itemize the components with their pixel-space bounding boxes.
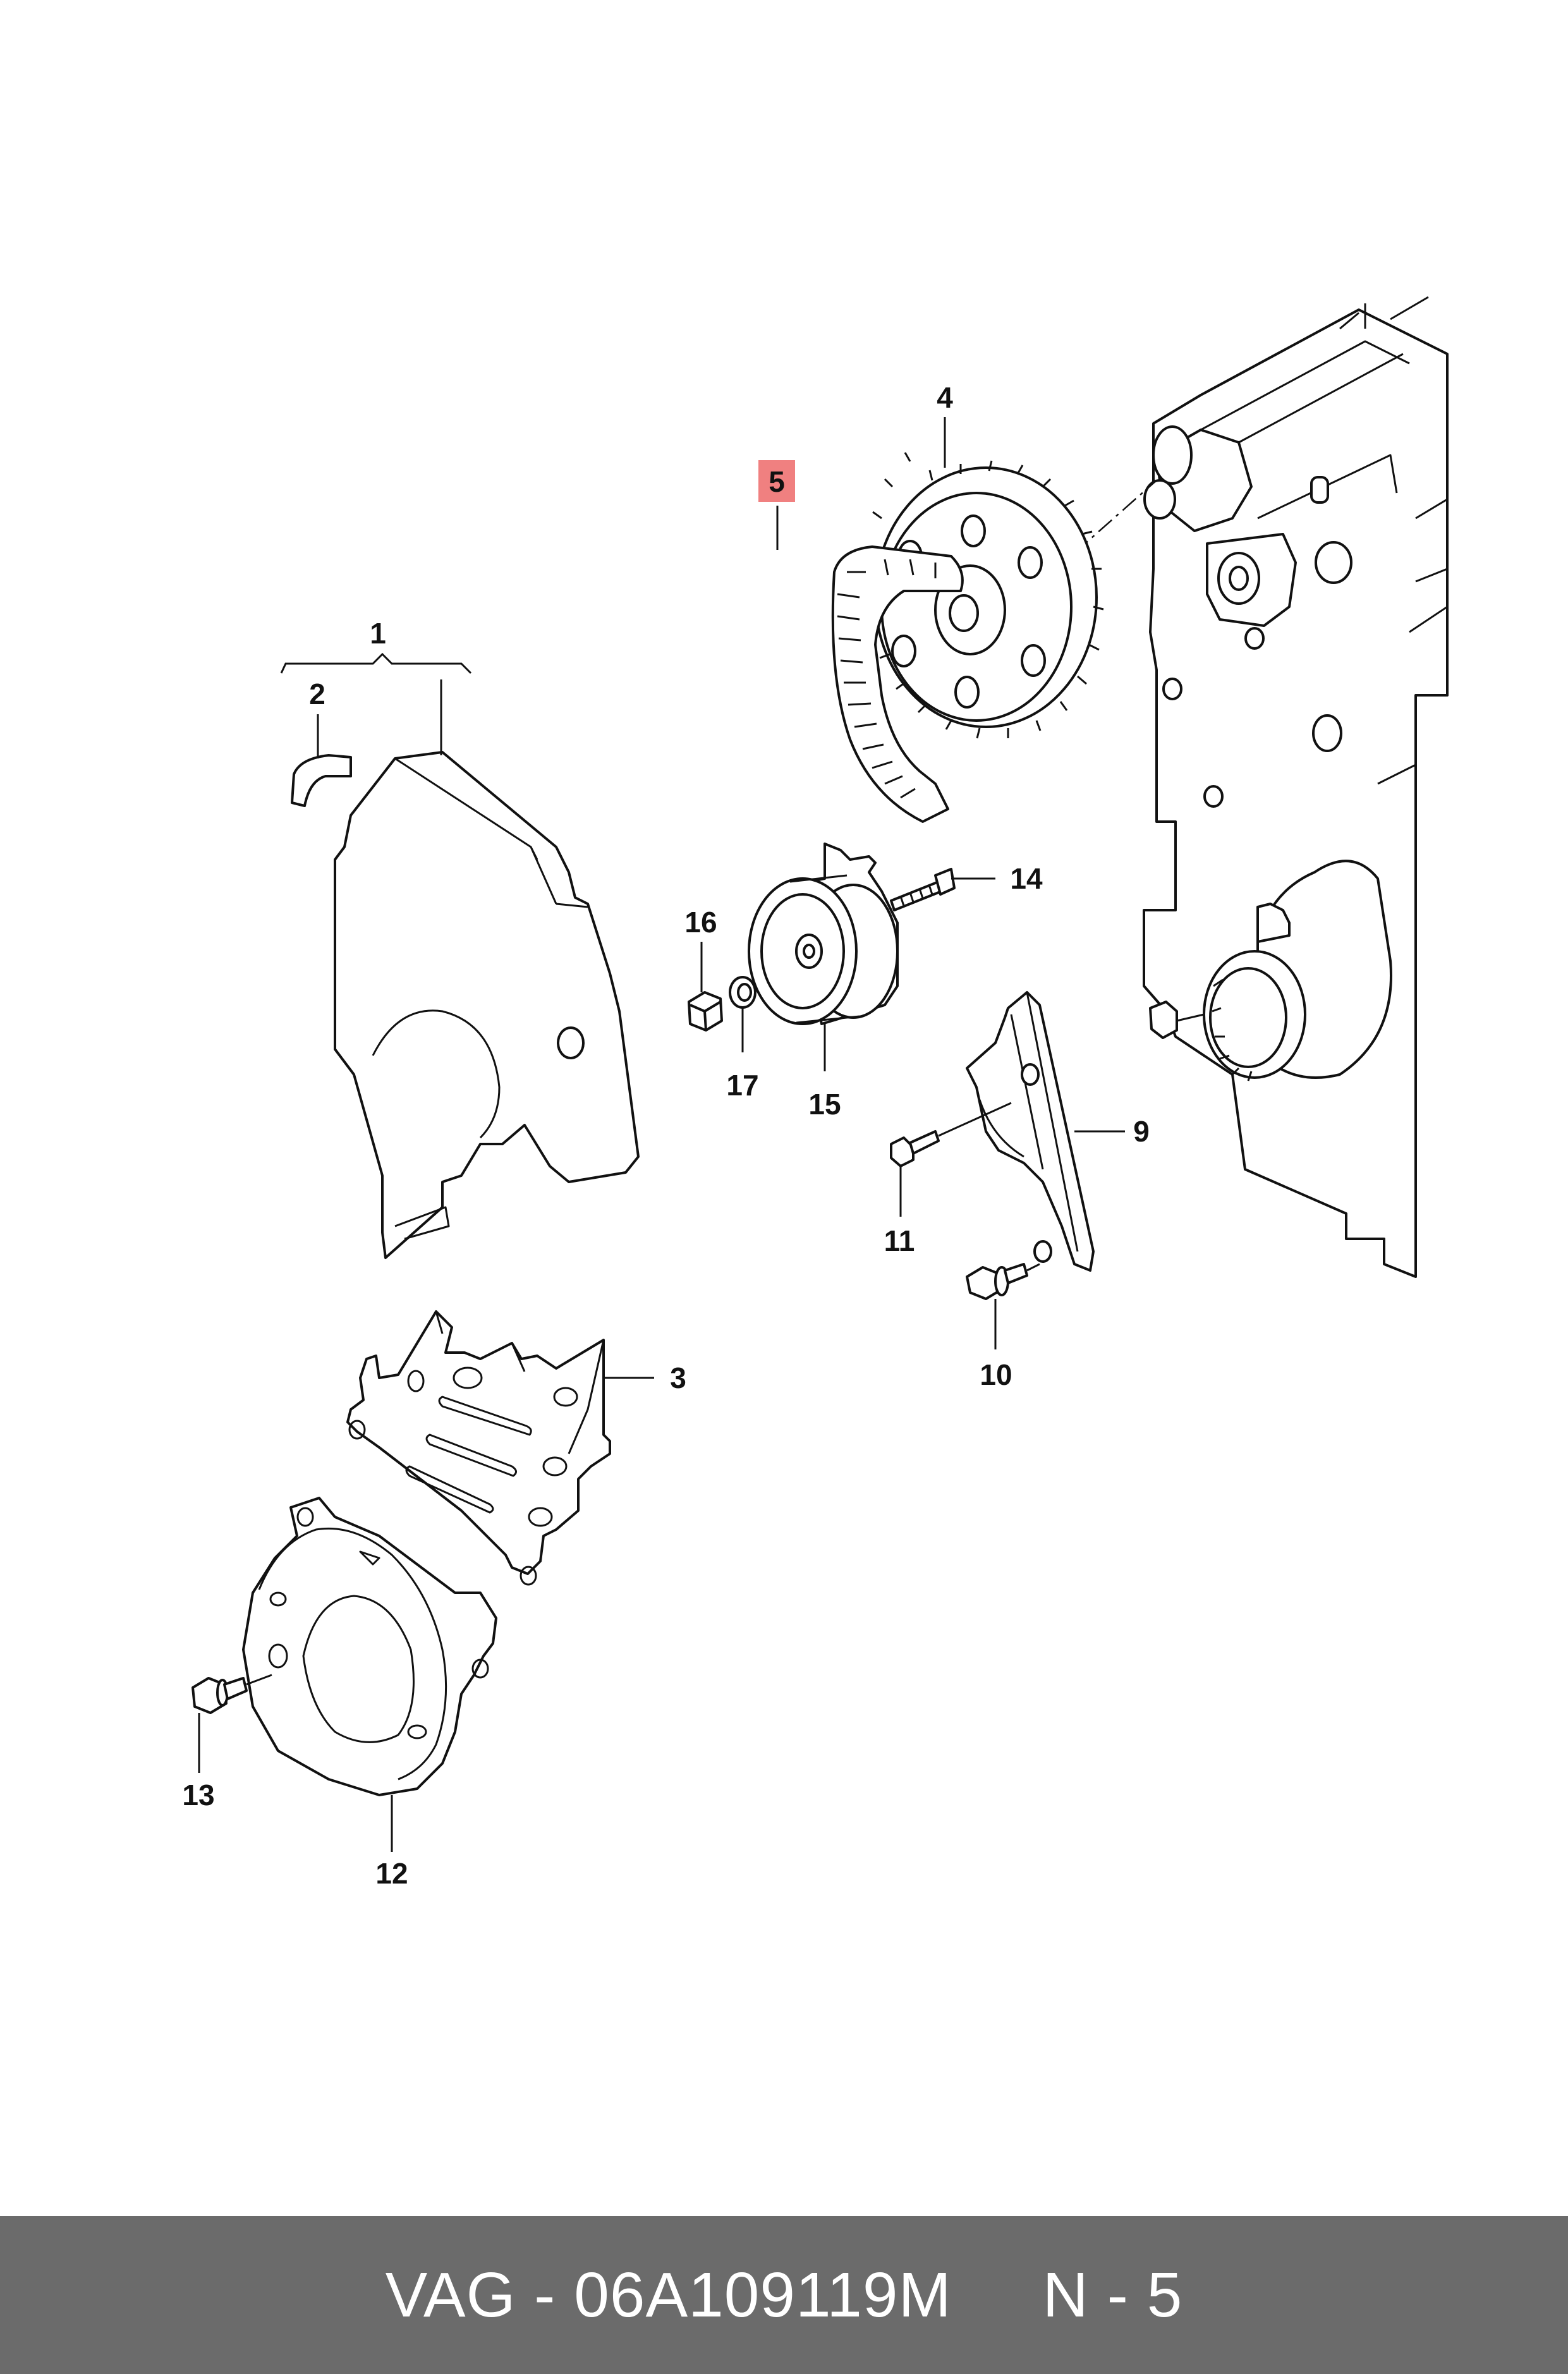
callout-5-highlight (758, 460, 795, 502)
bolt-14 (890, 868, 956, 911)
callout-17: 17 (726, 1069, 758, 1102)
callout-2: 2 (309, 678, 325, 710)
callout-10: 10 (980, 1358, 1012, 1391)
lower-cover (242, 1497, 497, 1796)
upper-timing-cover (334, 751, 640, 1259)
callout-14: 14 (1010, 862, 1043, 895)
part-number-caption: VAG - 06A109119M N - 5 (385, 2259, 1183, 2330)
callout-4: 4 (937, 381, 953, 414)
clip (291, 754, 352, 807)
bracket-plate (966, 991, 1095, 1272)
callout-16: 16 (684, 906, 717, 939)
bolt-10 (966, 1263, 1040, 1300)
camshaft-sprocket (866, 452, 1104, 739)
leader-lines (198, 417, 1125, 1852)
engine-block (1143, 296, 1449, 1278)
nut-16 (688, 991, 723, 1032)
tensioner-pulley (748, 843, 899, 1025)
callout-11: 11 (884, 1224, 915, 1257)
timing-belt (831, 545, 964, 823)
bolt-11 (890, 1102, 1012, 1167)
callout-13: 13 (182, 1779, 214, 1811)
callout-12: 12 (375, 1857, 408, 1890)
callout-3: 3 (670, 1361, 686, 1394)
footer-bar: VAG - 06A109119M N - 5 (0, 2216, 1568, 2374)
callouts: 1 2 3 4 5 9 10 11 12 13 14 15 16 17 (182, 381, 1149, 1890)
callout-1: 1 (370, 617, 386, 650)
callout-5: 5 (769, 465, 785, 498)
washer-17 (729, 976, 757, 1009)
callout-15: 15 (808, 1088, 841, 1121)
callout-9: 9 (1133, 1115, 1150, 1148)
bolt-13 (191, 1674, 272, 1714)
middle-cover (346, 1310, 611, 1586)
